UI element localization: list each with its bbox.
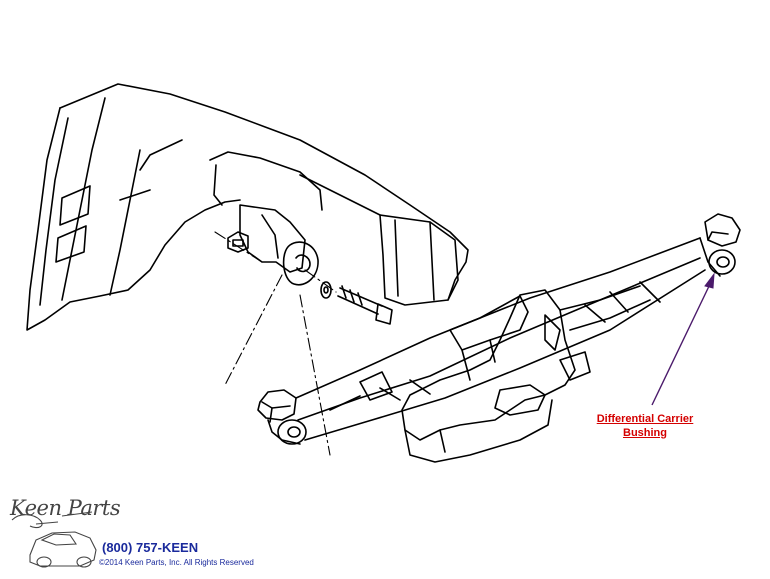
- phone-number: (800) 757-KEEN: [102, 540, 199, 555]
- differential-carrier: [257, 213, 741, 463]
- body-frame-panel: [26, 83, 469, 331]
- callout-line-2: Bushing: [623, 427, 667, 439]
- alignment-lines: [214, 231, 337, 456]
- keen-parts-logo-car: [11, 511, 97, 568]
- keen-parts-logo: Keen Parts: [10, 496, 121, 520]
- copyright-text: ©2014 Keen Parts, Inc. All Rights Reserv…: [99, 558, 254, 567]
- mount-bracket: [227, 204, 393, 325]
- differential-carrier-bushing-link[interactable]: Differential Carrier Bushing: [578, 412, 712, 440]
- callout-line-1: Differential Carrier: [596, 413, 694, 425]
- callout-arrow: [651, 272, 715, 406]
